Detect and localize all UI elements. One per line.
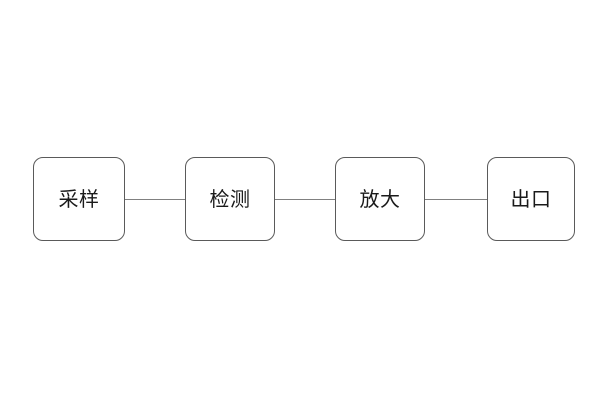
flow-node-label: 出口 bbox=[510, 187, 552, 211]
flow-node-amplification[interactable]: 放大 bbox=[335, 157, 425, 241]
flow-node-outlet[interactable]: 出口 bbox=[487, 157, 575, 241]
connector-amplification-to-outlet bbox=[424, 199, 488, 200]
connector-sampling-to-detection bbox=[124, 199, 186, 200]
flow-node-detection[interactable]: 检测 bbox=[185, 157, 275, 241]
connector-detection-to-amplification bbox=[274, 199, 336, 200]
flow-node-sampling[interactable]: 采样 bbox=[33, 157, 125, 241]
flow-node-label: 检测 bbox=[209, 187, 251, 211]
flow-node-label: 放大 bbox=[359, 187, 401, 211]
flow-node-label: 采样 bbox=[58, 187, 100, 211]
